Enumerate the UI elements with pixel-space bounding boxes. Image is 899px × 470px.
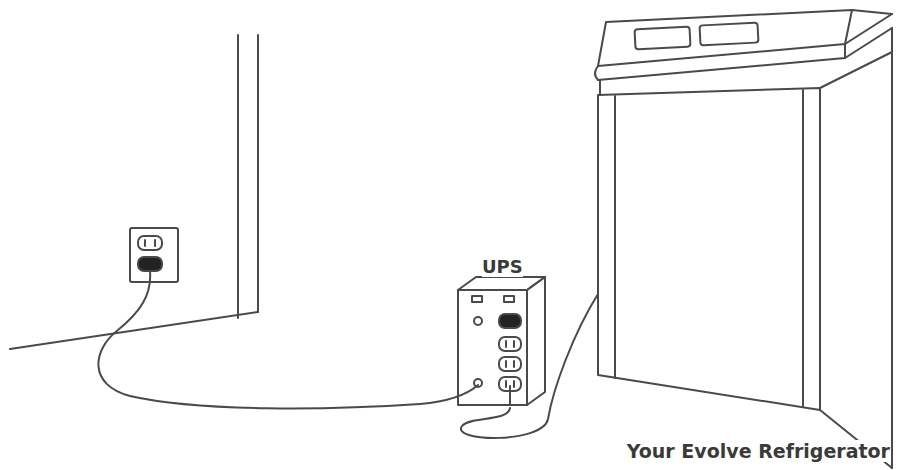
refrigerator bbox=[595, 10, 892, 468]
ups-node: UPS bbox=[452, 254, 552, 408]
refrigerator-node: Your Evolve Refrigerator bbox=[594, 6, 894, 464]
node-label: UPS bbox=[482, 256, 523, 277]
wall-cord bbox=[98, 271, 478, 408]
wall-outlet bbox=[130, 228, 178, 282]
node-label: Your Evolve Refrigerator bbox=[627, 440, 890, 462]
wall bbox=[10, 35, 258, 349]
power-cord bbox=[461, 294, 598, 438]
ups-box bbox=[458, 277, 545, 405]
